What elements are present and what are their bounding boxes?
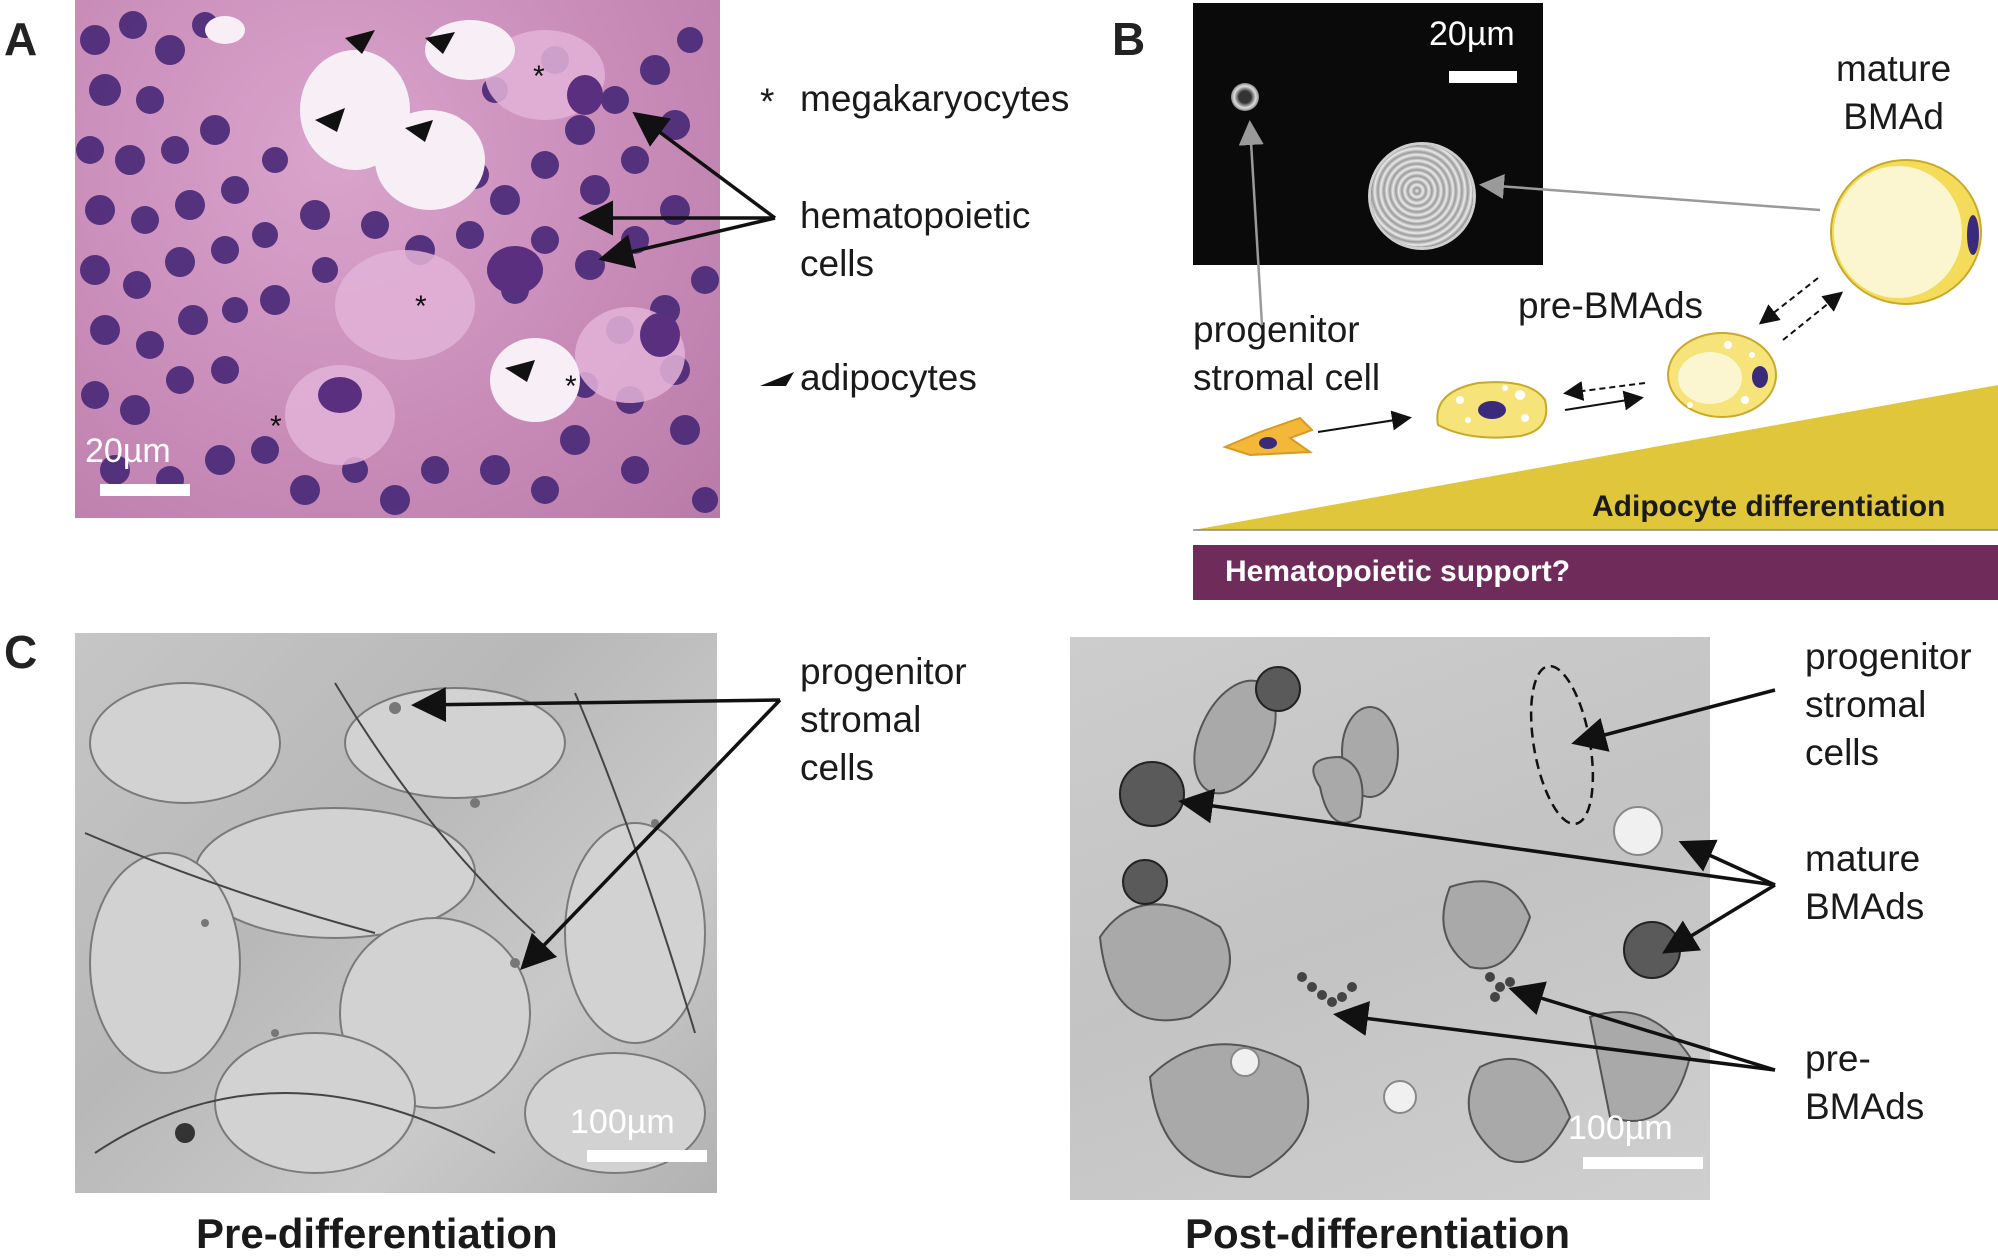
asterisk-4: * — [270, 410, 282, 443]
pre-differentiation-caption: Pre-differentiation — [196, 1210, 558, 1257]
panel-b-scale-bar — [1449, 71, 1517, 83]
arrowhead-markers — [315, 30, 535, 382]
he-cells — [76, 11, 719, 515]
post-mature-bmads-label: mature BMAds — [1805, 838, 1925, 928]
legend-adipocytes: adipocytes — [800, 357, 977, 398]
brightfield-micrograph: 20µm — [1193, 3, 1543, 265]
panel-a-scale-bar — [100, 484, 190, 496]
panel-c-letter: C — [4, 626, 38, 678]
post-pre-bmads-label: pre- BMAds — [1805, 1038, 1925, 1128]
panel-a-scale-label: 20µm — [85, 432, 171, 470]
panel-a-letter: A — [4, 13, 38, 65]
legend-asterisk-symbol: * — [760, 81, 775, 122]
asterisk-2: * — [415, 290, 427, 323]
progenitor-stromal-cell-label: progenitor stromal cell — [1193, 309, 1381, 399]
asterisk-1: * — [533, 60, 545, 93]
hematopoietic-support-bar: Hematopoietic support? — [1193, 545, 1998, 600]
pre-progenitor-label: progenitor stromal cells — [800, 651, 967, 789]
mature-bmad-label: mature BMAd — [1836, 48, 1952, 138]
he-micrograph: * * * * 20µm — [75, 0, 720, 518]
asterisk-3: * — [565, 370, 577, 403]
post-progenitor-label: progenitor stromal cells — [1805, 636, 1972, 774]
legend-megakaryocytes: megakaryocytes — [800, 78, 1070, 119]
pre-bmads-label: pre-BMAds — [1518, 285, 1704, 326]
mature-bmad-image — [1371, 145, 1473, 247]
post-differentiation-micrograph: 100µm — [1070, 637, 1710, 1200]
post-differentiation-caption: Post-differentiation — [1185, 1210, 1570, 1257]
progenitor-cell-image — [1231, 83, 1259, 111]
legend-hematopoietic-cells: hematopoietic cells — [800, 195, 1031, 285]
adipocyte-differentiation-label: Adipocyte differentiation — [1592, 490, 1946, 523]
post-scale-label: 100µm — [1568, 1109, 1673, 1147]
pre-scale-label: 100µm — [570, 1103, 675, 1141]
hematopoietic-support-label: Hematopoietic support? — [1225, 555, 1571, 588]
legend-arrowhead-icon — [760, 372, 794, 386]
panel-b-scale-label: 20µm — [1429, 15, 1515, 53]
pre-scale-bar — [587, 1150, 707, 1162]
pre-differentiation-micrograph: 100µm — [75, 633, 717, 1193]
post-scale-bar — [1583, 1157, 1703, 1169]
panel-b-letter: B — [1112, 13, 1146, 65]
